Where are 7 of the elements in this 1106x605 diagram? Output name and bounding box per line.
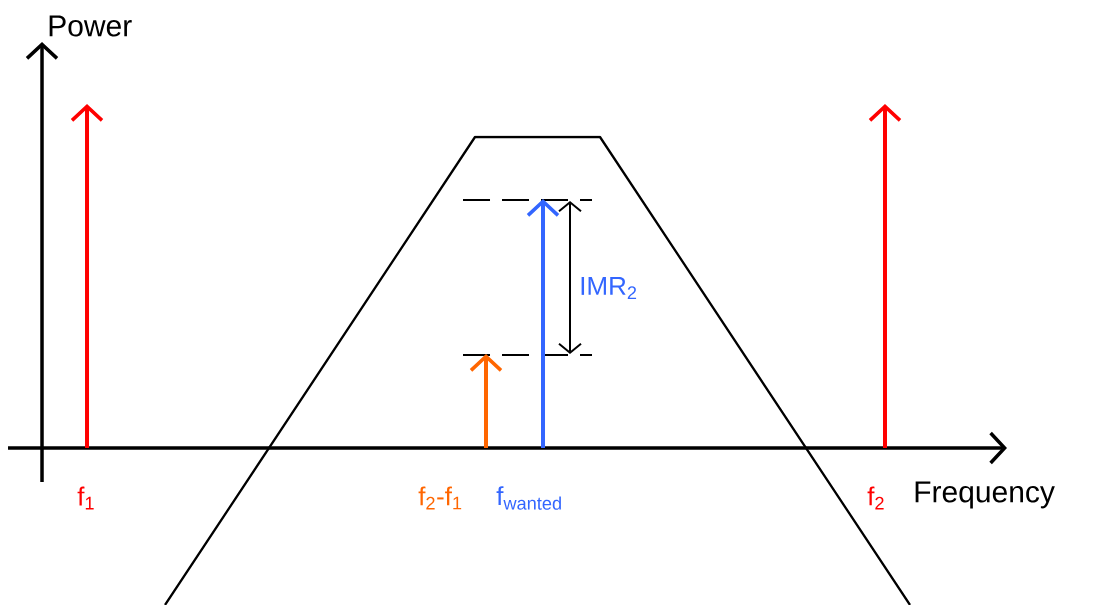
axis-label: Frequency [915, 481, 1055, 509]
frequency-label: f$_{wanted}$ [496, 486, 561, 510]
frequency-label: f$_{2}$-f$_{1}$ [418, 486, 462, 510]
frequency-label: f$_{2}$ [867, 486, 884, 510]
frequency-label: f$_{1}$ [77, 486, 94, 510]
axis-label: Power [49, 15, 132, 37]
measure-label: IMR$_{2}$ [581, 277, 637, 299]
